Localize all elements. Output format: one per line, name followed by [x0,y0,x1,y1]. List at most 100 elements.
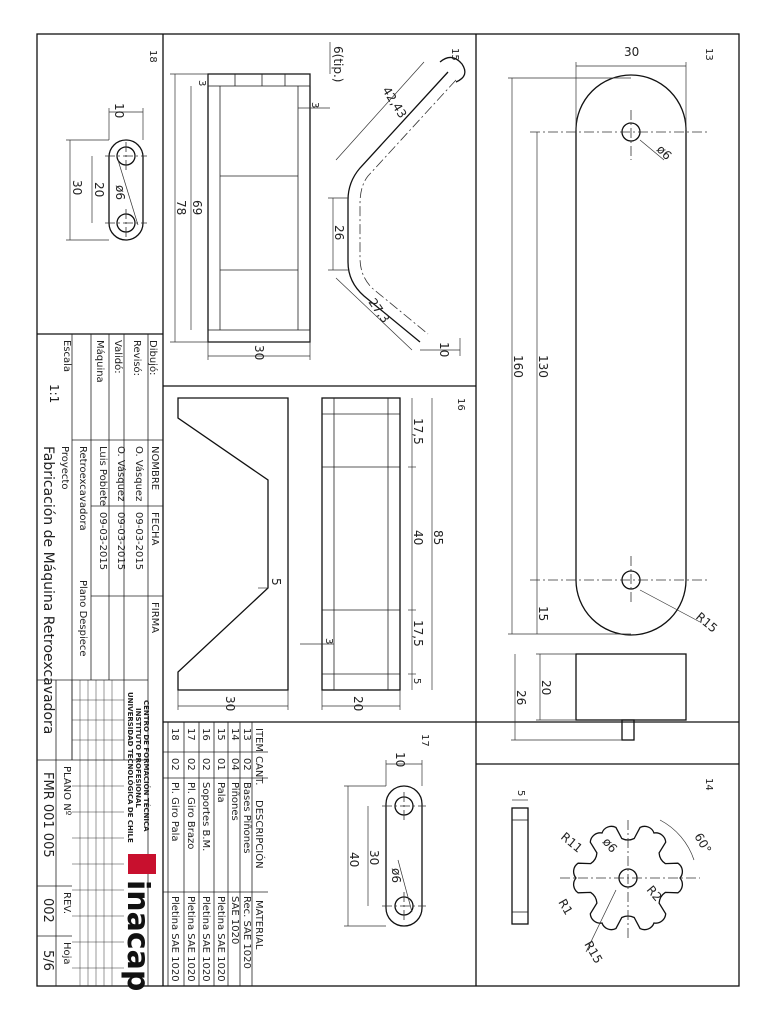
view-14-dim-r15: R15 [581,939,605,966]
view-15-dim-3b: 3 [309,102,320,108]
bom-cell-item: 13 [241,728,252,741]
view-17-dim-hole: ø6 [389,868,403,883]
tb-reviso-fecha: 09-03-2015 [115,512,126,570]
title-block: Dibujó: Revisó: Validó: Máquina Escala 1… [37,334,163,991]
tb-label-nombre: NOMBRE [149,446,160,490]
tb-dibujo-nombre: O. Vásquez [133,446,145,501]
view-18-dim-width: 10 [112,103,126,118]
tb-tipo-plano: Plano Despiece [77,580,88,657]
tb-label-hoja: Hoja [61,942,72,965]
bom-cell-desc: Pl. Giro Pala [169,782,180,842]
inacap-logo-mark [128,854,156,874]
view-13-dim-total: 160 [511,355,525,378]
view-18: 18 10 30 20 ø6 [66,50,158,241]
view-16-dim-b: 40 [411,530,425,545]
tb-label-firma: FIRMA [149,602,160,633]
tb-institution-3: CENTRO DE FORMACIÓN TÉCNICA [142,700,151,832]
bom-header-item: ITEM [253,728,264,752]
view-14: 14 5 60° R11 ø6 R2 R1 R15 [511,778,714,966]
view-17-dim-center: 30 [367,850,381,865]
view-13: 13 30 160 130 15 ø6 R15 20 26 [508,45,720,741]
view-16-dim-a: 17,5 [411,418,425,445]
bom-cell-cant: 01 [215,758,226,771]
view-17-dim-width: 10 [393,752,407,767]
support-16-profile [177,397,289,691]
tb-label-fecha: FECHA [149,512,160,546]
bom-cell-desc: Pl. Giro Brazo [185,782,196,849]
view-15-dim-h78: 78 [174,200,188,215]
view-18-dim-center: 20 [92,182,106,197]
bom-cell-material: Pletina SAE 1020 [200,896,211,982]
revision-grid [72,680,124,986]
bom-cell-material: Pletina SAE 1020 [169,896,180,982]
bom-cell-item: 14 [229,728,240,741]
bom-cell-desc: Pala [215,782,226,803]
pinion-base-13 [575,74,687,636]
view-13-dim-height: 20 [539,680,553,695]
inacap-logo: inacap [120,880,155,991]
tb-label-dibujo: Dibujó: [147,340,159,375]
bom-cell-cant: 02 [200,758,211,771]
view-13-label: 13 [703,48,714,61]
view-13-dim-center: 130 [536,355,550,378]
tb-maquina: Retroexcavadora [77,446,88,531]
bom-cell-material: Pletina SAE 1020 [185,896,196,982]
shovel-front [207,73,311,343]
view-16: 16 5 30 3 20 17,5 40 17,5 5 85 [177,397,466,711]
tb-escala: 1:1 [47,384,61,403]
tb-dibujo-fecha: 09-03-2015 [133,512,144,570]
bom-cell-material: Rec. SAE 1020 [241,896,252,969]
tb-valido-nombre: Luis Pobiete [97,446,108,506]
bom-cell-item: 17 [185,728,196,741]
view-16-dim-total: 85 [431,530,445,545]
tb-proyecto: Fabricación de Máquina Retroexcavadora [40,446,56,734]
view-13-dim-width: 30 [624,45,639,59]
tb-label-escala: Escala [61,340,72,372]
sheet-border [36,33,740,987]
bom-cell-desc: Bases Piñones [241,782,252,853]
view-16-dim-w20: 20 [351,696,365,711]
tb-label-reviso: Revisó: [131,340,143,376]
tb-label-plano: PLANO Nº [61,766,72,816]
view-13-dim-radius: R15 [693,610,720,636]
bom-cell-cant: 02 [185,758,196,771]
bom-cell-item: 16 [200,728,211,741]
bom-cell-item: 18 [169,728,180,741]
link-plate-18 [108,139,144,241]
view-15-dim-mid: 26 [332,225,346,240]
view-15-dim-w30: 30 [252,345,266,360]
view-16-label: 16 [455,398,466,411]
view-15-dim-3a: 3 [196,80,207,86]
bom-cell-cant: 02 [169,758,180,771]
bom-cell-cant: 02 [241,758,252,771]
view-16-dim-c: 17,5 [411,620,425,647]
tb-reviso-nombre: O. Vásquez [115,446,127,501]
view-14-dim-r11: R11 [558,830,585,856]
tb-institution-2: INSTITUTO PROFESIONAL [134,708,142,808]
bom-cell-material: Pletina SAE 1020 [215,896,226,982]
view-16-dim-t3: 3 [323,638,334,644]
tb-hoja: 5/6 [40,950,55,971]
bom-cell-desc: Soportes B.M. [200,782,211,851]
view-16-dim-w30: 30 [223,696,237,711]
view-18-dim-length: 30 [70,180,84,195]
tb-valido-fecha: 09-03-2015 [97,512,108,570]
view-15-label: 15 [449,48,460,61]
view-14-dim-r1: R1 [555,897,575,918]
tb-plano-no: FMR 001 005 [40,772,55,858]
view-13-dim-height-total: 26 [514,690,528,705]
tb-label-proyecto: Proyecto [59,446,70,489]
tb-rev: 002 [40,898,55,923]
tb-institution-1: UNIVERSIDAD TECNOLÓGICA DE CHILE [126,692,135,843]
tb-label-valido: Validó: [112,340,124,374]
view-13-dim-hole: ø6 [654,142,674,162]
bom-cell-cant: 04 [229,758,240,771]
view-14-dim-r2: R2 [644,883,665,904]
view-15-dim-arm: 42,43 [379,84,409,121]
bom-header-desc: DESCRIPCIÓN [253,800,266,869]
view-14-label: 14 [703,778,714,791]
view-14-dim-hole: ø6 [600,835,620,855]
view-15-dim-tip: 6(tip.) [331,46,345,82]
tb-label-maquina: Máquina [94,340,106,383]
view-18-dim-hole: ø6 [113,185,127,200]
